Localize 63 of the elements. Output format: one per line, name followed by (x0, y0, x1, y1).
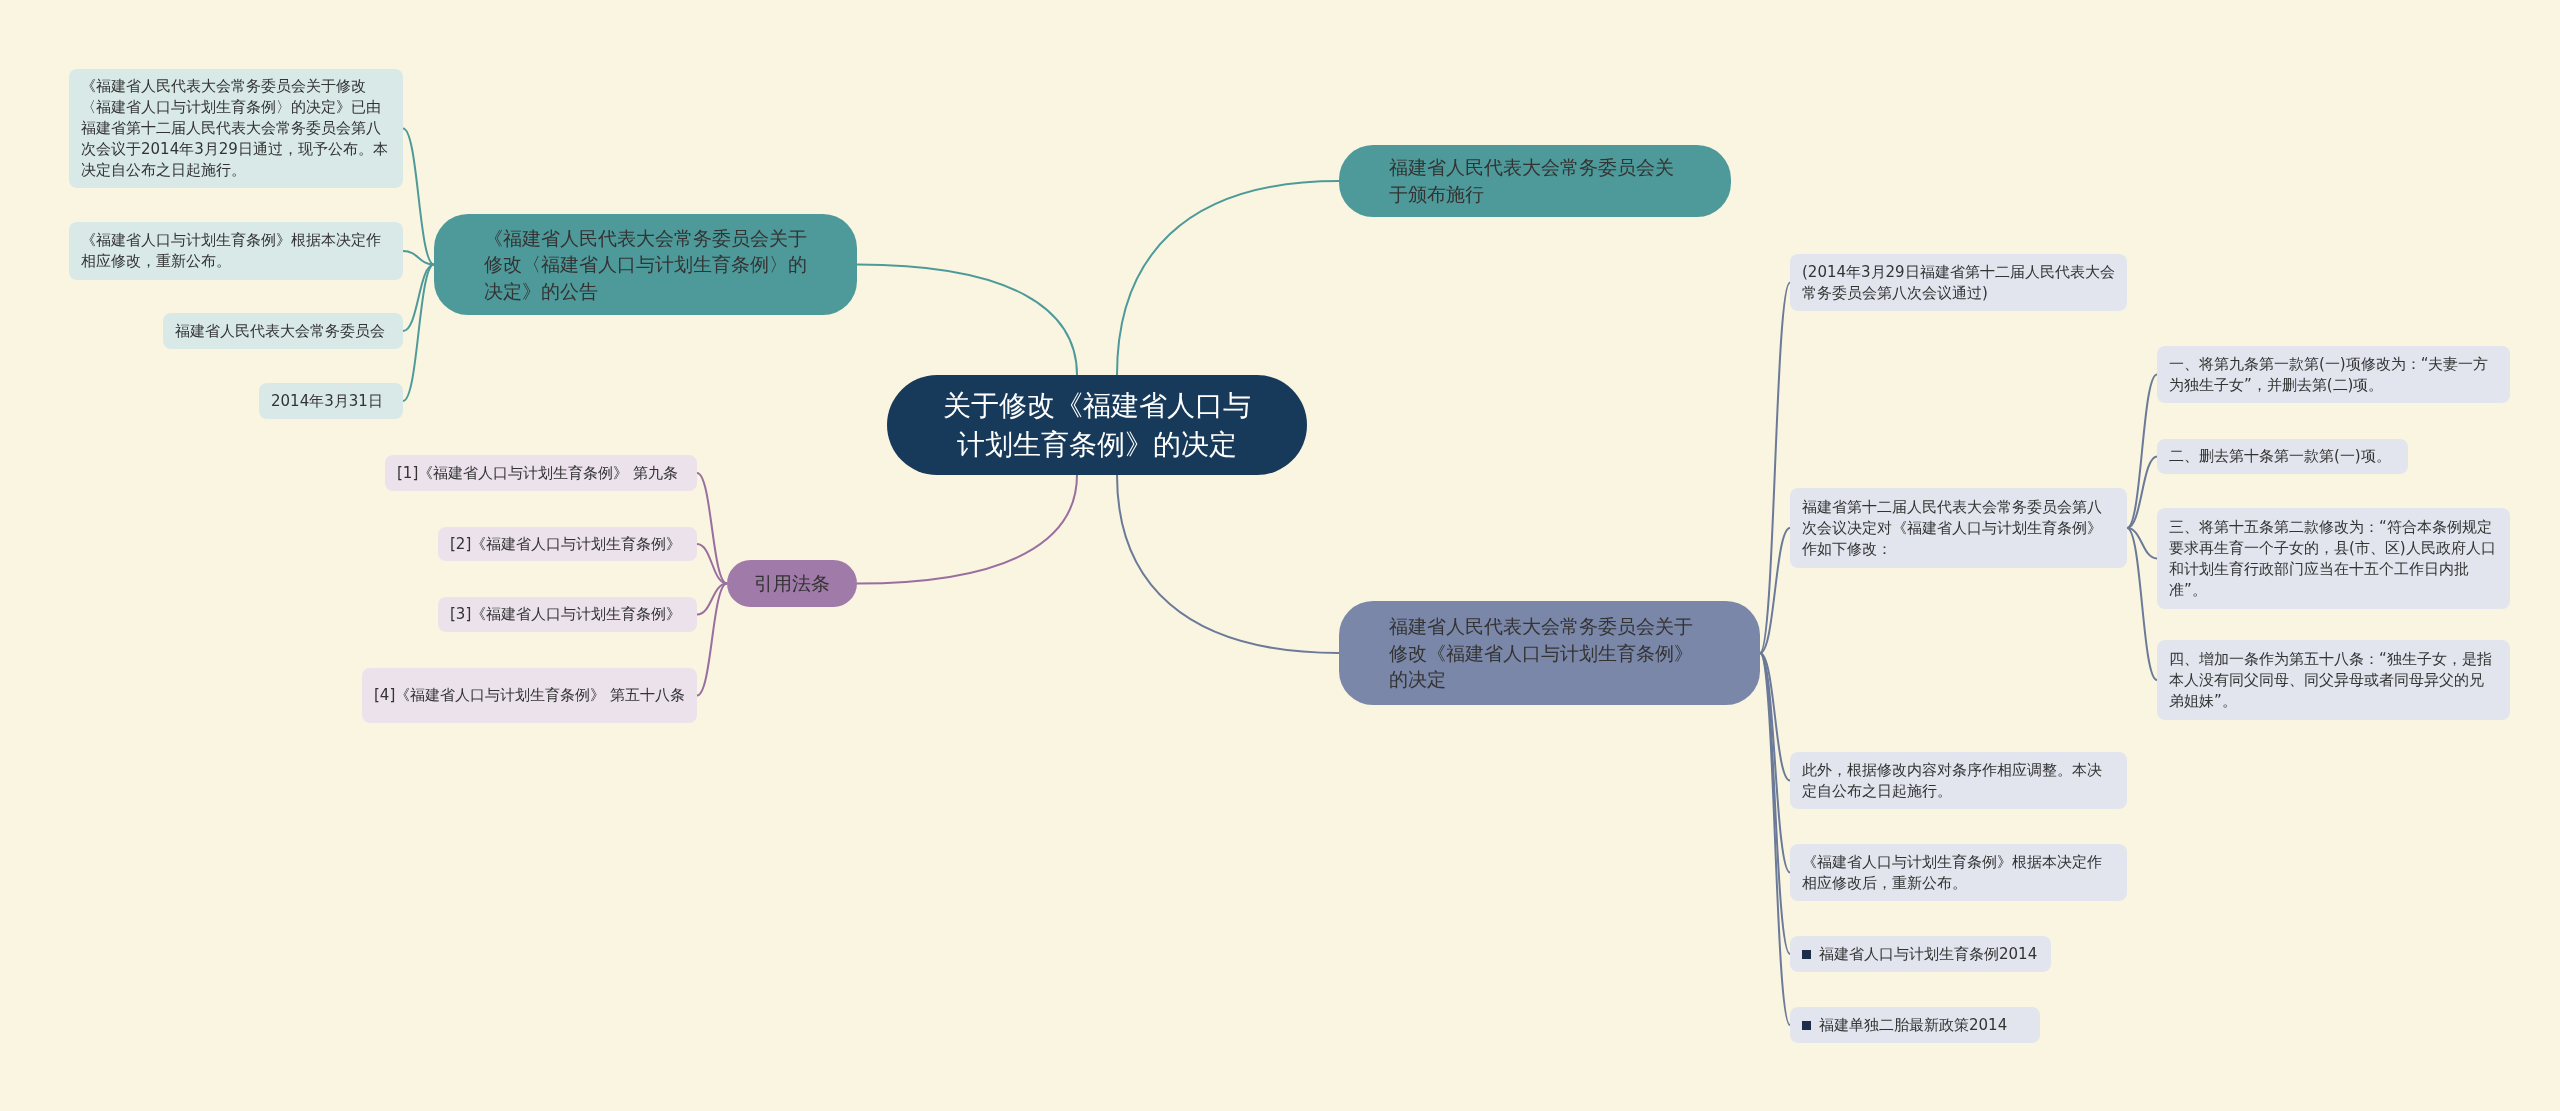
connector-line (2126, 527, 2158, 681)
topic-bubble (727, 560, 857, 607)
connector-line (2126, 455, 2158, 529)
subtopic-card (1790, 844, 2127, 901)
connector-line (1759, 652, 1791, 955)
topic-text: 关于修改《福建省人口与计划生育条例》的决定 (942, 387, 1252, 463)
topic-text: [2]《福建省人口与计划生育条例》 (450, 533, 682, 555)
topic-text: [3]《福建省人口与计划生育条例》 (450, 604, 682, 625)
topic-text: 《福建省人口与计划生育条例》根据本决定作相应修改后，重新公布。 (1802, 851, 2103, 894)
topic-bubble (1339, 601, 1760, 705)
topic-text: 福建省人口与计划生育条例2014 (1819, 943, 2038, 965)
connector-line (1759, 652, 1791, 1026)
connector-line (696, 582, 728, 697)
topic-text: (2014年3月29日福建省第十二届人民代表大会常务委员会第八次会议通过) (1802, 261, 2115, 304)
connector-line (1759, 281, 1791, 654)
topic-text: 福建省人民代表大会常务委员会 (175, 320, 385, 342)
topic-bubble (1339, 145, 1731, 217)
subtopic-card (438, 597, 697, 632)
topic-text: 《福建省人民代表大会常务委员会关于修改〈福建省人口与计划生育条例〉的决定》的公告 (484, 225, 807, 304)
topic-text: 福建省第十二届人民代表大会常务委员会第八次会议决定对《福建省人口与计划生育条例》作如下修改： (1802, 496, 2103, 560)
topic-text: 引用法条 (754, 571, 830, 597)
topic-text: 福建省人民代表大会常务委员会关于修改《福建省人口与计划生育条例》的决定 (1389, 614, 1694, 693)
topic-text: 四、增加一条作为第五十八条：“独生子女，是指本人没有同父同母、同父异母或者同母异父的兄弟姐妹”。 (2169, 648, 2493, 712)
connector-line (696, 472, 728, 585)
topic-bubble (434, 214, 857, 315)
topic-text: 2014年3月31日 (271, 390, 383, 412)
connector-line (1116, 474, 1340, 654)
connector-line (402, 127, 435, 266)
subtopic-card (2157, 640, 2510, 720)
connector-line (856, 263, 1078, 376)
topic-text: 二、删去第十条第一款第(一)项。 (2169, 446, 2391, 467)
subtopic-card (69, 222, 403, 280)
topic-text: 《福建省人口与计划生育条例》根据本决定作相应修改，重新公布。 (81, 230, 382, 272)
subtopic-card (163, 313, 403, 349)
connector-line (2126, 527, 2158, 560)
topic-text: 《福建省人民代表大会常务委员会关于修改〈福建省人口与计划生育条例〉的决定》已由福建省第十二届人民代表大会常务委员会第八次会议于2014年3月29日通过，现予公布。本决定自公布之日起施行。 (81, 76, 389, 181)
topic-text: [1]《福建省人口与计划生育条例》 第九条 (397, 462, 678, 484)
subtopic-card (2157, 508, 2510, 609)
subtopic-card (1790, 752, 2127, 809)
subtopic-card (259, 383, 403, 419)
topic-text: 此外，根据修改内容对条序作相应调整。本决定自公布之日起施行。 (1802, 759, 2103, 802)
subtopic-card (2157, 439, 2408, 474)
topic-text: [4]《福建省人口与计划生育条例》 第五十八条 (374, 685, 685, 706)
topic-text: 福建省人民代表大会常务委员会关于颁布施行 (1389, 155, 1675, 207)
subtopic-card (362, 668, 697, 723)
connector-line (856, 474, 1078, 585)
topic-text: 三、将第十五条第二款修改为：“符合本条例规定要求再生育一个子女的，县(市、区)人民政府人口和计划生育行政部门应当在十五个工作日内批准”。 (2169, 516, 2497, 601)
subtopic-card (1790, 1007, 2040, 1043)
subtopic-card (2157, 346, 2510, 403)
connector-line (1116, 180, 1340, 376)
connector-line (402, 263, 435, 402)
connector-line (2126, 373, 2158, 529)
subtopic-card (1790, 488, 2127, 568)
topic-text: 福建单独二胎最新政策2014 (1819, 1014, 2008, 1036)
subtopic-card (1790, 936, 2051, 972)
topic-text: 一、将第九条第一款第(一)项修改为：“夫妻一方为独生子女”，并删去第(二)项。 (2169, 353, 2490, 396)
subtopic-card (1790, 254, 2127, 311)
connector-line (402, 250, 435, 266)
connector-line (1759, 527, 1791, 654)
subtopic-card (438, 527, 697, 561)
subtopic-card (385, 455, 697, 491)
connector-line (1759, 652, 1791, 782)
subtopic-card (69, 69, 403, 188)
